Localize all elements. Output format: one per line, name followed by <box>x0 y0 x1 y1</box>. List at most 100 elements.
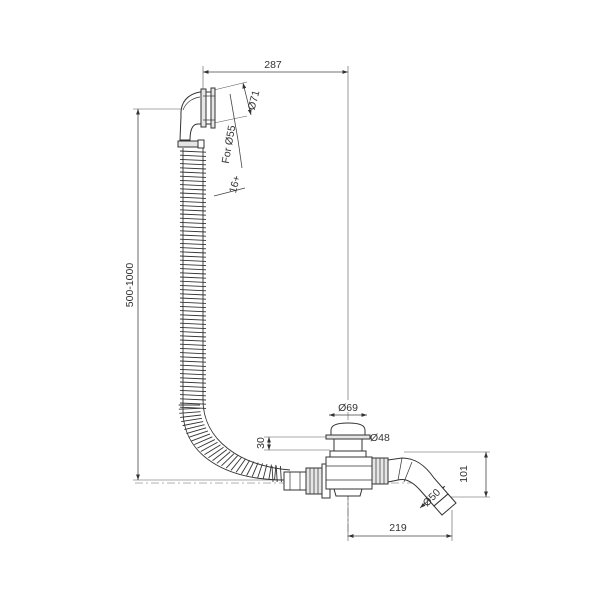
hose-rib <box>179 213 207 216</box>
hose-rib <box>188 430 209 438</box>
hose-rib <box>179 154 207 157</box>
hose-rib <box>179 394 207 397</box>
hose-rib <box>179 150 207 153</box>
hose-rib <box>179 175 207 178</box>
hose-rib <box>240 460 250 475</box>
hose-rib <box>279 465 282 483</box>
hose-rib <box>179 381 207 384</box>
hose-rib <box>251 462 259 477</box>
hose-rib <box>204 444 221 456</box>
hose-rib <box>184 424 205 431</box>
dim-top-width: 287 <box>264 59 282 71</box>
dim-plug-height: 30 <box>255 437 267 449</box>
hose-rib <box>179 171 207 174</box>
hose-rib <box>179 310 207 313</box>
hose-rib <box>179 188 207 191</box>
hose-rib <box>179 209 207 212</box>
hose-rib <box>179 184 207 187</box>
hose-rib <box>179 255 207 258</box>
hose-rib <box>179 389 207 393</box>
hose-rib <box>225 455 238 469</box>
hose-rib <box>179 192 207 195</box>
dim-plug-inner-diameter: Ø48 <box>370 432 390 444</box>
hose-rib <box>179 200 207 204</box>
hose-rib <box>179 289 207 292</box>
hose-rib <box>208 446 224 459</box>
dim-plug-outer-diameter: Ø69 <box>338 402 358 414</box>
hose-rib <box>179 339 207 342</box>
dimension-labels: 287 500-1000 Ø71 For Ø55 16+ Ø69 Ø48 30 … <box>124 59 470 534</box>
hose-rib <box>179 167 207 170</box>
hose-rib <box>186 427 207 434</box>
hose-rib <box>179 352 207 355</box>
hose-rib <box>179 411 201 414</box>
hose-rib <box>179 293 207 296</box>
hose-rib <box>180 414 202 418</box>
hose-rib <box>257 463 263 478</box>
hose-rib <box>179 377 207 380</box>
hose-rib <box>179 158 207 162</box>
hose-rib <box>200 441 218 452</box>
hose-rib <box>179 238 207 241</box>
flexible-hose <box>178 148 291 483</box>
hose-rib <box>182 421 204 427</box>
hose-rib <box>181 417 203 423</box>
hose-rib <box>212 449 228 461</box>
dim-overflow-thickness: 16+ <box>227 174 243 194</box>
dim-bottom-width: 219 <box>389 522 407 534</box>
overflow-head <box>177 87 216 149</box>
hose-rib <box>179 314 207 317</box>
hose-rib <box>179 221 207 225</box>
hose-rib <box>179 356 207 359</box>
hose-rib <box>179 368 207 372</box>
hose-rib <box>235 458 246 473</box>
hose-rib <box>194 436 213 446</box>
hose-rib <box>179 163 207 166</box>
hose-rib <box>268 464 272 480</box>
hose-rib <box>179 318 207 321</box>
hose-rib <box>216 451 231 464</box>
hose-rib <box>179 268 207 271</box>
dim-overflow-hole: For Ø55 <box>220 124 239 164</box>
hose-rib <box>179 373 207 376</box>
hose-rib <box>221 453 235 467</box>
hose-rib <box>179 326 207 330</box>
hose-rib <box>179 343 207 346</box>
hose-rib <box>275 465 278 483</box>
hose-rib <box>179 305 207 309</box>
hose-rib <box>179 234 207 237</box>
dim-height-range: 500-1000 <box>124 263 136 308</box>
hose-rib <box>179 259 207 262</box>
hose-rib <box>246 461 255 476</box>
hose-rib <box>179 398 207 401</box>
hose-rib <box>179 347 207 351</box>
dim-overflow-outer-diameter: Ø71 <box>246 89 263 111</box>
hose-rib <box>230 457 242 471</box>
hose-rib <box>179 205 207 208</box>
hose-rib <box>179 297 207 300</box>
hose-rib <box>179 226 207 229</box>
hose-rib <box>179 242 207 246</box>
hose-rib <box>179 301 207 304</box>
hose-rib <box>179 360 207 363</box>
hose-rib <box>179 230 207 233</box>
hose-rib <box>179 272 207 275</box>
hose-rib <box>274 464 277 480</box>
hose-rib <box>179 331 207 334</box>
hose-rib <box>179 406 207 409</box>
hose-rib <box>179 217 207 220</box>
hose-rib <box>179 179 207 183</box>
hose-rib <box>179 276 207 279</box>
hose-rib <box>179 284 207 288</box>
hose-rib <box>179 251 207 254</box>
hose-rib <box>179 247 207 250</box>
hose-rib <box>179 263 207 267</box>
hose-rib <box>179 402 207 405</box>
hose-rib <box>179 335 207 338</box>
hose-rib <box>178 407 201 410</box>
hose-rib <box>197 439 216 449</box>
waste-assembly <box>283 422 457 516</box>
hose-rib <box>179 196 207 199</box>
